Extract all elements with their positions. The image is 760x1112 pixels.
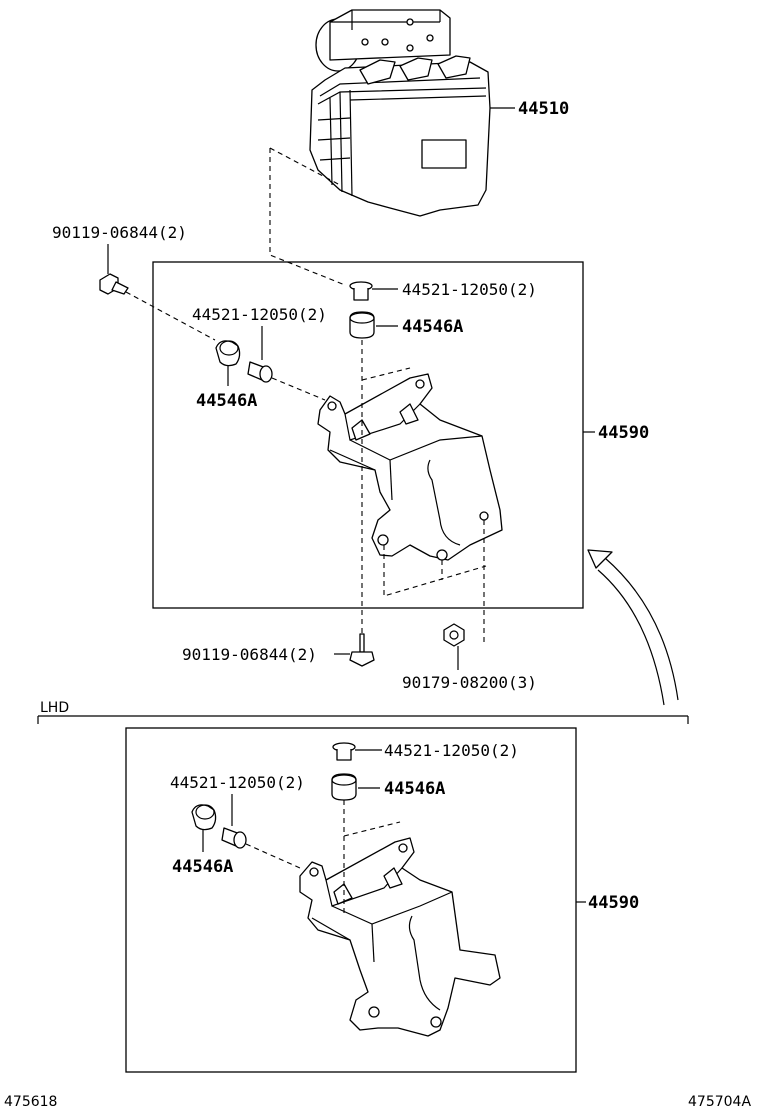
bracket-box-lhd: [125, 727, 577, 1073]
label-grommet-lhd-right: 44546A: [384, 779, 445, 799]
section-label-lhd: LHD: [40, 700, 69, 716]
label-collar-lhd-left: 44521-12050(2): [170, 773, 305, 792]
bolt-bottom: [349, 633, 375, 667]
collar-top-right: [349, 281, 373, 301]
grommet-lhd-right: [331, 773, 357, 801]
label-collar-lhd-right: 44521-12050(2): [384, 741, 519, 760]
label-44590-lhd: 44590: [588, 893, 639, 913]
label-grommet-top-left: 44546A: [196, 391, 257, 411]
label-nut-bottom: 90179-08200(3): [402, 673, 537, 692]
label-bolt-top-left: 90119-06844(2): [52, 223, 187, 242]
label-bolt-bottom: 90119-06844(2): [182, 645, 317, 664]
nut-bottom: [443, 623, 465, 647]
bolt-top-left: [99, 273, 129, 295]
label-collar-top-left: 44521-12050(2): [192, 305, 327, 324]
label-44510: 44510: [518, 99, 569, 119]
bracket-box-top: [152, 261, 584, 609]
grommet-lhd-left: [191, 804, 217, 831]
ref-number-right: 475704A: [688, 1094, 751, 1110]
label-grommet-lhd-left: 44546A: [172, 857, 233, 877]
grommet-top-left: [215, 340, 241, 367]
label-collar-top-right: 44521-12050(2): [402, 280, 537, 299]
ref-number-left: 475618: [4, 1094, 57, 1110]
collar-top-left: [247, 361, 273, 383]
bracket-lhd: [299, 837, 501, 1037]
grommet-top-right: [349, 311, 375, 339]
bracket-top: [317, 373, 503, 561]
label-44590-top: 44590: [598, 423, 649, 443]
label-grommet-top-right: 44546A: [402, 317, 463, 337]
collar-lhd-left: [221, 827, 247, 849]
abs-actuator: [309, 9, 491, 217]
view-arrow: [604, 557, 679, 701]
collar-lhd-right: [332, 742, 356, 761]
